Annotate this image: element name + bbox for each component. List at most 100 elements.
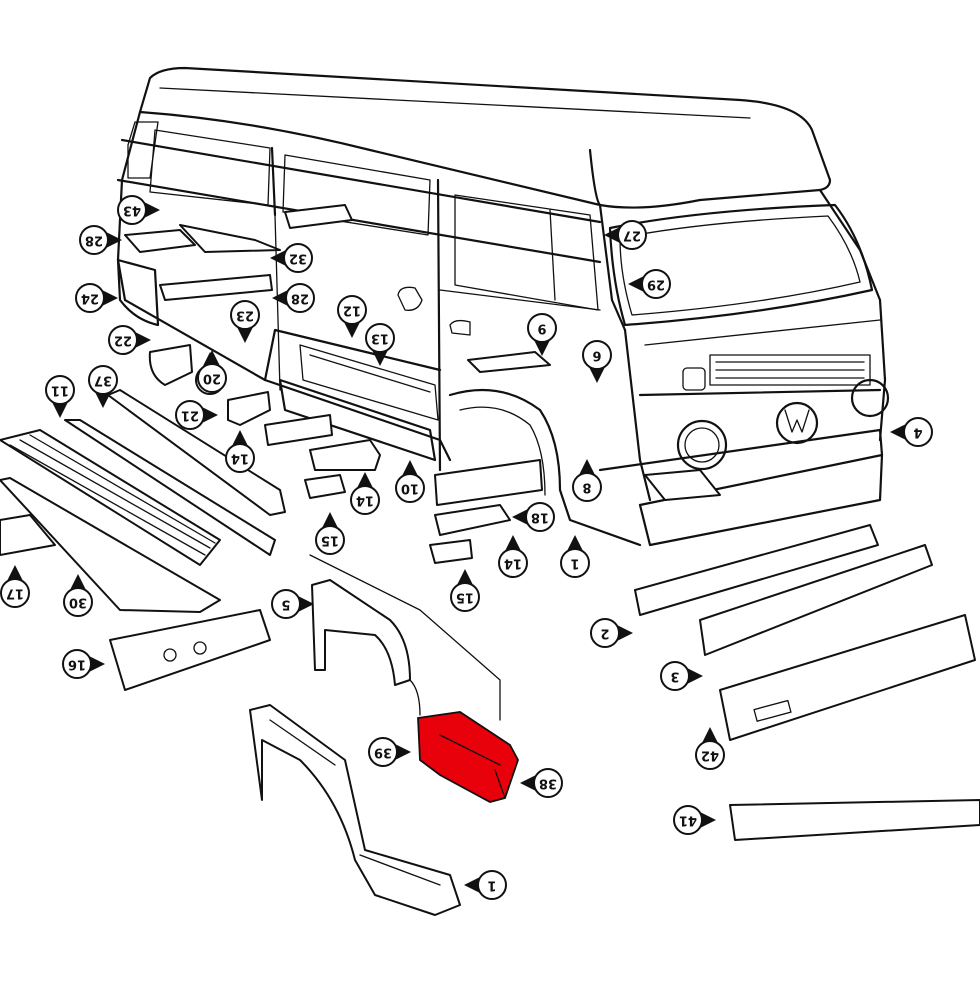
- callout-23: 23: [230, 300, 260, 343]
- callout-number: 2: [600, 626, 609, 641]
- front-panels: [634, 524, 980, 841]
- callout-circle: [108, 325, 138, 355]
- callout-8: 8: [572, 459, 602, 502]
- callout-32: 32: [270, 243, 313, 273]
- panel-11: [64, 419, 276, 556]
- callout-14: 14: [350, 472, 380, 515]
- callout-number: 15: [321, 533, 339, 548]
- callout-circle: [695, 740, 725, 770]
- panel-9: [467, 351, 551, 373]
- callout-number: 38: [539, 776, 557, 791]
- callout-number: 43: [123, 203, 141, 218]
- callout-number: 30: [69, 595, 87, 610]
- callout-circle: [197, 363, 227, 393]
- callout-42: 42: [695, 727, 725, 770]
- callout-circle: [0, 578, 30, 608]
- panel-22: [148, 344, 193, 386]
- panel-15a: [304, 474, 346, 499]
- callout-6: 6: [582, 340, 612, 383]
- callout-circle: [175, 400, 205, 430]
- panel-10: [434, 459, 543, 506]
- callout-layer: 4328283224202312132220371121141014159681…: [0, 195, 933, 900]
- panel-17: [0, 514, 56, 556]
- callout-38: 38: [520, 768, 563, 798]
- callout-circle: [450, 582, 480, 612]
- callout-number: 15: [456, 590, 474, 605]
- callout-circle: [337, 295, 367, 325]
- panel-1-arch: [249, 704, 461, 916]
- callout-number: 13: [371, 331, 389, 346]
- callout-11: 11: [45, 375, 75, 418]
- wheel-arch-assembly: [249, 554, 501, 916]
- callout-14: 14: [225, 430, 255, 473]
- callout-number: 21: [181, 408, 199, 423]
- callout-circle: [641, 269, 671, 299]
- callout-15: 15: [315, 512, 345, 555]
- callout-number: 28: [85, 233, 103, 248]
- callout-circle: [225, 443, 255, 473]
- callout-number: 16: [68, 657, 86, 672]
- inner-panels: [64, 204, 721, 564]
- callout-24: 24: [75, 283, 118, 313]
- callout-number: 1: [570, 556, 579, 571]
- callout-9: 9: [527, 313, 557, 356]
- callout-number: 27: [623, 228, 641, 243]
- panel-5: [311, 579, 411, 686]
- callout-1: 1: [464, 870, 507, 900]
- callout-circle: [350, 485, 380, 515]
- callout-circle: [525, 502, 555, 532]
- callout-29: 29: [628, 269, 671, 299]
- panel-21: [227, 391, 271, 426]
- callout-27: 27: [604, 220, 647, 250]
- callout-circle: [62, 649, 92, 679]
- callout-22: 22: [108, 325, 151, 355]
- panel-14b: [309, 439, 381, 471]
- panel-3: [699, 544, 933, 656]
- callout-14: 14: [498, 535, 528, 578]
- callout-28: 28: [79, 225, 122, 255]
- callout-5: 5: [271, 589, 314, 619]
- callout-number: 42: [701, 748, 719, 763]
- panel-42: [719, 614, 976, 741]
- callout-circle: [477, 870, 507, 900]
- callout-number: 41: [679, 813, 697, 828]
- callout-28: 28: [272, 283, 315, 313]
- callout-circle: [527, 313, 557, 343]
- panel-26: [284, 204, 353, 229]
- callout-number: 14: [504, 556, 522, 571]
- callout-13: 13: [365, 323, 395, 366]
- callout-circle: [533, 768, 563, 798]
- panel-41: [729, 799, 980, 841]
- callout-circle: [368, 737, 398, 767]
- callout-number: 4: [913, 425, 922, 440]
- callout-41: 41: [673, 805, 716, 835]
- callout-18: 18: [512, 502, 555, 532]
- floor-panels: [0, 429, 271, 691]
- callout-number: 18: [531, 510, 549, 525]
- callout-circle: [63, 587, 93, 617]
- callout-circle: [572, 472, 602, 502]
- callout-16: 16: [62, 649, 105, 679]
- callout-circle: [617, 220, 647, 250]
- callout-20: 20: [197, 350, 227, 393]
- callout-circle: [45, 375, 75, 405]
- callout-circle: [285, 283, 315, 313]
- highlighted-part-39: [417, 711, 519, 803]
- callout-number: 20: [203, 371, 221, 386]
- callout-number: 22: [114, 333, 132, 348]
- callout-number: 39: [374, 745, 392, 760]
- callout-circle: [590, 618, 620, 648]
- callout-39: 39: [368, 737, 411, 767]
- callout-circle: [365, 323, 395, 353]
- callout-number: 14: [356, 493, 374, 508]
- callout-12: 12: [337, 295, 367, 338]
- panel-16: [109, 609, 271, 691]
- callout-circle: [283, 243, 313, 273]
- panel-18: [434, 504, 511, 536]
- callout-circle: [903, 417, 933, 447]
- callout-circle: [271, 589, 301, 619]
- callout-circle: [230, 300, 260, 330]
- panel-15b: [429, 539, 473, 564]
